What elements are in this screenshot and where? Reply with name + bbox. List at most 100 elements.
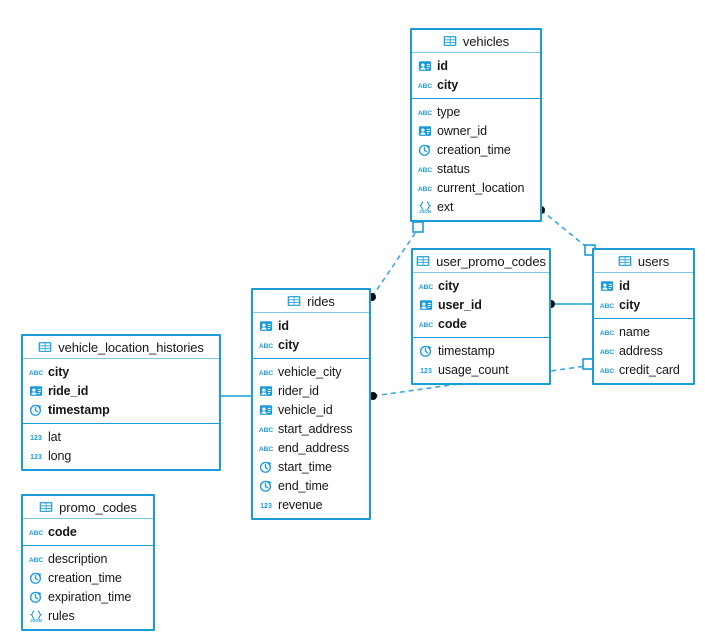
column-row[interactable]: user_id	[413, 295, 549, 314]
column-name: creation_time	[437, 142, 511, 157]
abc-icon: ABC	[29, 525, 43, 539]
id-card-icon	[418, 124, 432, 138]
column-name: id	[619, 278, 630, 293]
column-row[interactable]: timestamp	[413, 341, 549, 360]
abc-icon: ABC	[600, 325, 614, 339]
svg-text:ABC: ABC	[259, 369, 273, 376]
column-row[interactable]: owner_id	[412, 121, 540, 140]
column-row[interactable]: ABC end_address	[253, 438, 369, 457]
svg-text:ABC: ABC	[29, 556, 43, 563]
column-row[interactable]: ABC status	[412, 159, 540, 178]
id-card-icon	[600, 279, 614, 293]
table-grid-icon	[618, 254, 632, 268]
column-row[interactable]: rider_id	[253, 381, 369, 400]
abc-icon: ABC	[259, 422, 273, 436]
id-card-icon	[259, 403, 273, 417]
abc-icon: ABC	[419, 279, 433, 293]
table-header-promo_codes[interactable]: promo_codes	[23, 496, 153, 519]
column-row[interactable]: ABC description	[23, 549, 153, 568]
abc-icon: ABC	[419, 317, 433, 331]
clock-icon	[29, 403, 43, 417]
abc-icon: ABC	[29, 365, 43, 379]
column-name: status	[437, 161, 470, 176]
column-name: end_address	[278, 440, 350, 455]
column-row[interactable]: creation_time	[412, 140, 540, 159]
svg-text:123: 123	[30, 453, 42, 460]
abc-icon: ABC	[259, 338, 273, 352]
column-name: expiration_time	[48, 589, 132, 604]
json-icon: JSON	[29, 609, 43, 623]
clock-icon	[29, 571, 43, 585]
table-header-vehicle_location_histories[interactable]: vehicle_location_histories	[23, 336, 219, 359]
table-header-rides[interactable]: rides	[253, 290, 369, 313]
column-name: description	[48, 551, 108, 566]
svg-text:ABC: ABC	[418, 185, 432, 192]
svg-text:ABC: ABC	[600, 367, 614, 374]
123-icon: 123	[259, 498, 273, 512]
table-grid-icon	[416, 254, 430, 268]
clock-icon	[259, 479, 273, 493]
id-card-icon	[419, 298, 433, 312]
column-row[interactable]: expiration_time	[23, 587, 153, 606]
column-name: vehicle_id	[278, 402, 333, 417]
column-row[interactable]: timestamp	[23, 400, 219, 419]
column-row[interactable]: id	[253, 316, 369, 335]
column-row[interactable]: ABC city	[413, 276, 549, 295]
column-row[interactable]: vehicle_id	[253, 400, 369, 419]
relationship-target-marker	[412, 221, 424, 233]
svg-text:ABC: ABC	[419, 321, 433, 328]
table-header-vehicles[interactable]: vehicles	[412, 30, 540, 53]
abc-icon: ABC	[418, 105, 432, 119]
relationship-upc-to-users[interactable]	[547, 300, 592, 308]
123-icon: 123	[419, 363, 433, 377]
column-row[interactable]: id	[412, 56, 540, 75]
column-row[interactable]: creation_time	[23, 568, 153, 587]
svg-text:ABC: ABC	[418, 109, 432, 116]
table-header-user_promo_codes[interactable]: user_promo_codes	[413, 250, 549, 273]
svg-text:ABC: ABC	[600, 302, 614, 309]
column-row[interactable]: end_time	[253, 476, 369, 495]
column-name: user_id	[438, 297, 482, 312]
column-section: ABC description creation_time expiration_ti…	[23, 546, 153, 629]
column-name: city	[438, 278, 460, 293]
abc-icon: ABC	[259, 441, 273, 455]
abc-icon: ABC	[418, 162, 432, 176]
column-row[interactable]: id	[594, 276, 693, 295]
abc-icon: ABC	[600, 344, 614, 358]
svg-text:123: 123	[260, 502, 272, 509]
column-name: owner_id	[437, 123, 487, 138]
column-row[interactable]: start_time	[253, 457, 369, 476]
id-card-icon	[259, 384, 273, 398]
column-row[interactable]: ride_id	[23, 381, 219, 400]
table-header-users[interactable]: users	[594, 250, 693, 273]
